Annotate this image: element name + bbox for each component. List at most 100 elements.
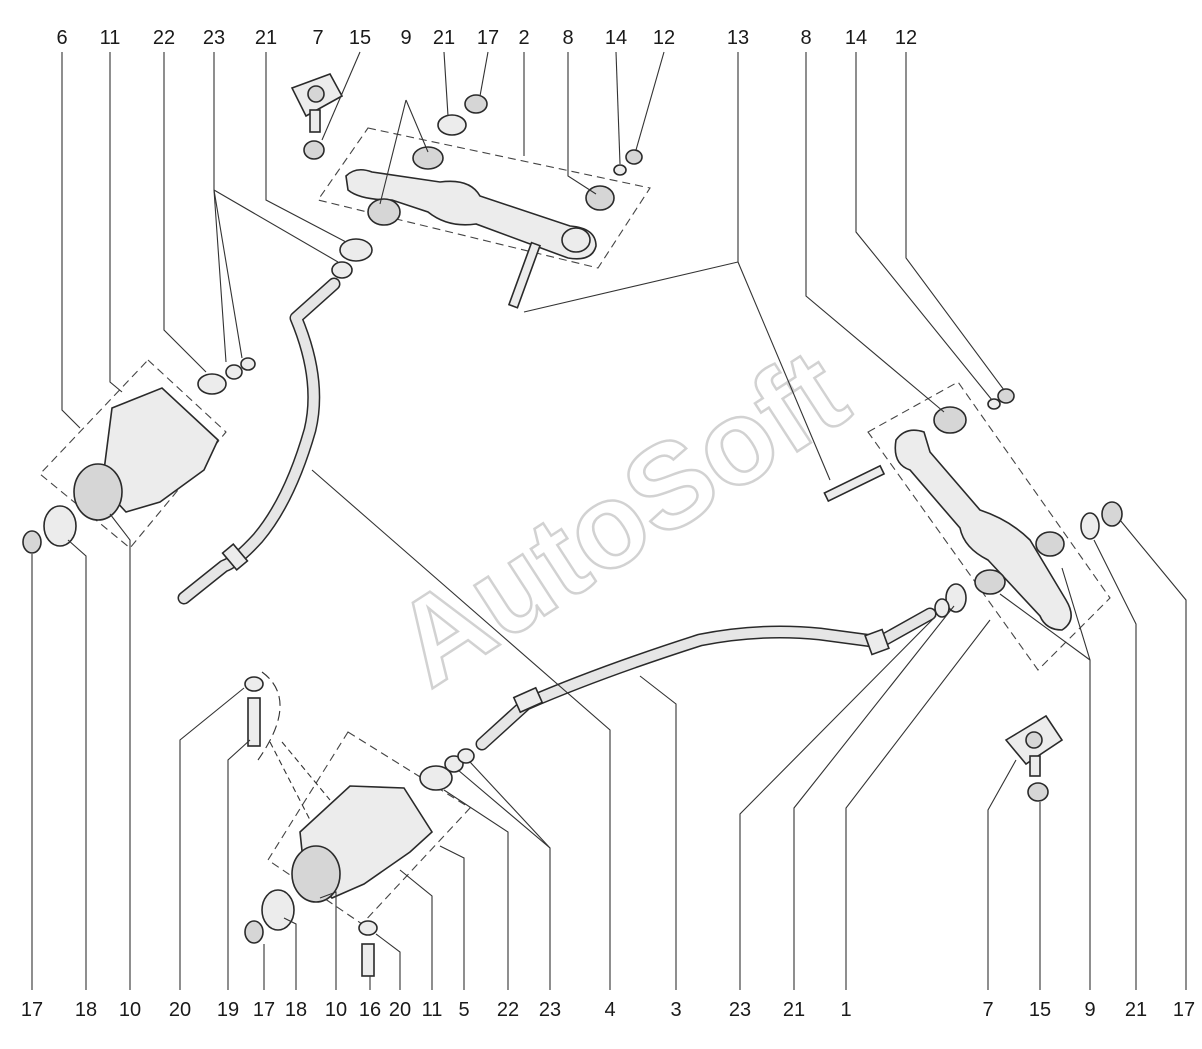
- callout-b5: 5: [458, 999, 469, 1021]
- washer-23-mid: [331, 261, 353, 279]
- washer-23-left-b: [240, 357, 256, 371]
- callouts-top-row: 6 11 22 23 21 7 15 9 21 17 2 8 14 12 13 …: [56, 27, 917, 49]
- leader-lines-top: [61, 51, 1005, 481]
- callout-b20: 20: [169, 999, 191, 1021]
- washer-23-bottom-b: [457, 748, 475, 764]
- callout-22: 22: [153, 27, 175, 49]
- washer-14-top: [613, 164, 627, 176]
- callout-6: 6: [56, 27, 67, 49]
- install-hint-arrow-b: [281, 741, 331, 801]
- callout-12b: 12: [895, 27, 917, 49]
- callout-8b: 8: [800, 27, 811, 49]
- washer-20-lower: [358, 920, 378, 936]
- arm-bushing-inner-b: [412, 146, 444, 170]
- leader-lines-bottom: [31, 469, 1187, 990]
- nut-15-top: [303, 140, 325, 160]
- washer-22-bottom: [419, 765, 453, 791]
- bushing-left: [73, 463, 123, 521]
- arm-end-eye: [561, 227, 591, 253]
- callout-b22: 22: [497, 999, 519, 1021]
- arm-bushing-inner-a: [367, 198, 401, 226]
- callout-b18b: 18: [285, 999, 307, 1021]
- callout-21b: 21: [433, 27, 455, 49]
- callout-7: 7: [312, 27, 323, 49]
- washer-21-right-bar: [945, 583, 967, 613]
- callout-b4: 4: [604, 999, 615, 1021]
- nut-17-top: [464, 94, 488, 114]
- ball-joint-top-stud: [307, 85, 325, 103]
- callout-15: 15: [349, 27, 371, 49]
- watermark-text: AutoSoft: [371, 324, 869, 712]
- assembly-outline-top-arm: [317, 127, 651, 269]
- callout-b11: 11: [422, 999, 443, 1021]
- washer-21-top: [437, 114, 467, 136]
- callout-b17: 17: [21, 999, 43, 1021]
- callout-2: 2: [518, 27, 529, 49]
- callout-17: 17: [477, 27, 499, 49]
- washer-14-right: [987, 398, 1001, 410]
- callout-b18: 18: [75, 999, 97, 1021]
- nut-12-top: [625, 149, 643, 165]
- callout-b21: 21: [783, 999, 805, 1021]
- washer-22-left: [197, 373, 227, 395]
- nut-17-bottom: [244, 920, 264, 944]
- callout-b7: 7: [982, 999, 993, 1021]
- callout-13: 13: [727, 27, 749, 49]
- callout-b23: 23: [539, 999, 561, 1021]
- washer-23-left-a: [225, 364, 243, 380]
- nut-17-right: [1101, 501, 1123, 527]
- install-hint-arrow-a: [269, 741, 311, 821]
- callout-b16: 16: [359, 999, 381, 1021]
- callout-8: 8: [562, 27, 573, 49]
- callout-9: 9: [400, 27, 411, 49]
- callout-b17b: 17: [253, 999, 275, 1021]
- callout-b23b: 23: [729, 999, 751, 1021]
- install-hint-arc: [257, 671, 281, 761]
- nut-17-left: [22, 530, 42, 554]
- callout-12: 12: [653, 27, 675, 49]
- lower-control-arm-right: [894, 429, 1072, 631]
- arm-right-bushing-mid: [1035, 531, 1065, 557]
- stabilizer-bar-main-end-collar: [864, 628, 890, 656]
- stabilizer-bar-main-collar: [512, 686, 544, 714]
- callout-11: 11: [100, 27, 121, 49]
- nut-15-bottom: [1027, 782, 1049, 802]
- callout-14b: 14: [845, 27, 867, 49]
- washer-23-right-bar: [934, 598, 950, 618]
- washer-21-mid: [339, 238, 373, 262]
- washer-18-left: [43, 505, 77, 547]
- callout-b3: 3: [670, 999, 681, 1021]
- callout-b1: 1: [840, 999, 851, 1021]
- callout-b10b: 10: [325, 999, 347, 1021]
- callout-b21b: 21: [1125, 999, 1147, 1021]
- ball-joint-top-pin: [309, 109, 321, 133]
- stabilizer-bar-main-highlight: [477, 609, 935, 749]
- bolt-19-bottom: [247, 697, 261, 747]
- callout-b19: 19: [217, 999, 239, 1021]
- callouts-bottom-row: 17 18 10 20 19 17 18 10 16 20 11 5 22 23…: [21, 999, 1195, 1021]
- callout-b10: 10: [119, 999, 141, 1021]
- nut-12-right: [997, 388, 1015, 404]
- washer-18-bottom: [261, 889, 295, 931]
- assembly-outline-left-bracket: [39, 359, 227, 549]
- bolt-13-right: [823, 464, 886, 503]
- arm-right-bushing-top: [933, 406, 967, 434]
- stabilizer-bar-left-collar: [221, 542, 249, 572]
- bolt-13-top: [507, 241, 542, 309]
- callout-14: 14: [605, 27, 627, 49]
- ball-joint-bottom-pin: [1029, 755, 1041, 777]
- washer-21-right: [1080, 512, 1100, 540]
- washer-20-bottom: [244, 676, 264, 692]
- callout-23: 23: [203, 27, 225, 49]
- callout-21: 21: [255, 27, 277, 49]
- ball-joint-bottom-stud: [1025, 731, 1043, 749]
- arm-right-bushing-low: [974, 569, 1006, 595]
- callout-b20b: 20: [389, 999, 411, 1021]
- bushing-bottom: [291, 845, 341, 903]
- callout-b9: 9: [1084, 999, 1095, 1021]
- bolt-16-bottom: [361, 943, 375, 977]
- callout-b15: 15: [1029, 999, 1051, 1021]
- callout-b17c: 17: [1173, 999, 1195, 1021]
